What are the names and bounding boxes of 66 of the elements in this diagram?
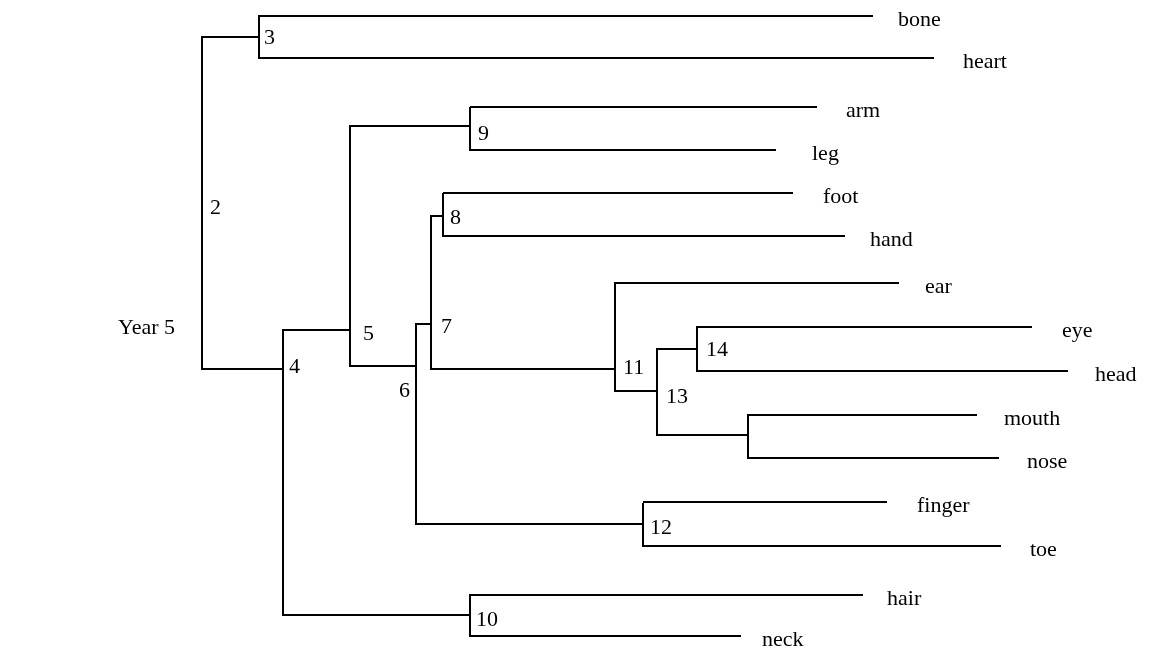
tree-branch: [696, 326, 1033, 328]
node-number: 13: [666, 383, 688, 409]
tree-branch: [614, 282, 900, 284]
leaf-label: mouth: [977, 405, 1061, 431]
node-number: 8: [450, 204, 461, 230]
tree-branch: [696, 370, 1069, 372]
node-number: 11: [623, 354, 645, 380]
leaf-label: head: [1068, 361, 1137, 387]
tree-branch: [349, 125, 471, 127]
node-number: 7: [441, 313, 452, 339]
tree-branch: [201, 368, 284, 370]
tree-branch: [656, 348, 698, 350]
branch-junction: [201, 36, 223, 370]
leaf-label: foot: [793, 183, 859, 209]
node-number: 10: [476, 606, 498, 632]
node-number: 2: [210, 194, 221, 220]
node-number: 14: [706, 336, 728, 362]
leaf-label: eye: [1032, 317, 1093, 343]
branch-junction: [696, 326, 728, 372]
tree-branch: [469, 149, 777, 151]
tree-branch: [442, 235, 846, 237]
leaf-label: heart: [934, 48, 1007, 74]
leaf-label: bone: [873, 6, 941, 32]
tree-branch: [642, 545, 1002, 547]
tree-branch: [747, 414, 978, 416]
tree-branch: [201, 36, 260, 38]
branch-junction: [642, 503, 674, 547]
leaf-label: finger: [887, 492, 970, 518]
branch-junction: [398, 323, 417, 525]
tree-branch: [469, 635, 742, 637]
tree-branch: [469, 594, 864, 596]
branch-junction: [656, 348, 688, 436]
node-number: 3: [264, 24, 275, 50]
tree-label: Year 5: [118, 314, 176, 340]
node-number: 4: [289, 353, 300, 379]
branch-junction: [430, 215, 452, 370]
leaf-label: neck: [741, 626, 804, 652]
tree-branch: [282, 329, 351, 331]
node-number: 6: [399, 377, 410, 403]
tree-branch: [642, 501, 888, 503]
tree-branch: [430, 368, 616, 370]
node-number: 5: [363, 320, 374, 346]
tree-branch: [415, 323, 432, 325]
tree-branch: [415, 523, 644, 525]
leaf-label: toe: [1001, 536, 1057, 562]
leaf-label: ear: [899, 273, 952, 299]
tree-branch: [614, 390, 658, 392]
tree-branch: [430, 215, 444, 217]
tree-branch: [747, 457, 1000, 459]
tree-branch: [258, 57, 935, 59]
node-number: 9: [478, 120, 489, 146]
branch-junction: [614, 282, 646, 392]
tree-branch: [349, 365, 417, 367]
branch-junction: [469, 107, 491, 151]
leaf-label: leg: [776, 140, 839, 166]
leaf-label: hair: [863, 585, 922, 611]
leaf-label: arm: [817, 97, 881, 123]
leaf-label: hand: [845, 226, 913, 252]
tree-branch: [442, 192, 794, 194]
tree-branch: [258, 15, 874, 17]
node-number: 12: [650, 514, 672, 540]
tree-branch: [469, 106, 818, 108]
tree-branch: [656, 434, 749, 436]
leaf-label: nose: [999, 448, 1068, 474]
branch-junction: [349, 125, 371, 367]
tree-branch: [282, 614, 471, 616]
